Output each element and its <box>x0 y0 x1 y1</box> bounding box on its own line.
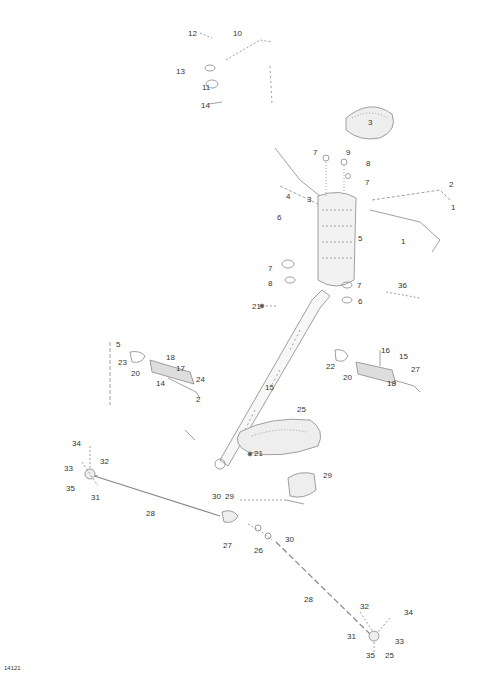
callout-number: 2 <box>449 180 453 189</box>
callout-number: 14 <box>201 101 210 110</box>
callout-number: 16 <box>381 346 390 355</box>
callout-number: 8 <box>268 279 272 288</box>
callout-number: 32 <box>360 602 369 611</box>
callout-number: 25 <box>297 405 306 414</box>
callout-number: 31 <box>347 632 356 641</box>
callout-number: 24 <box>196 375 205 384</box>
callout-number: 1 <box>401 237 405 246</box>
callout-number: 7 <box>313 148 317 157</box>
callout-number: 25 <box>385 651 394 660</box>
callout-number: 14 <box>156 379 165 388</box>
callout-number: 8 <box>366 159 370 168</box>
callout-number: 28 <box>146 509 155 518</box>
callout-number: 10 <box>233 29 242 38</box>
callout-number: 30 <box>285 535 294 544</box>
callout-number: 35 <box>366 651 375 660</box>
callout-number: 33 <box>395 637 404 646</box>
callout-number: 34 <box>72 439 81 448</box>
callout-number: 14121 <box>4 664 21 673</box>
callout-number: 23 <box>118 358 127 367</box>
callout-number: 18 <box>166 353 175 362</box>
callout-number: 2 <box>196 395 200 404</box>
callout-number: 34 <box>404 608 413 617</box>
callout-number: 4 <box>286 192 290 201</box>
callout-number: 3 <box>368 118 372 127</box>
callout-number: 15 <box>265 383 274 392</box>
callout-number: 5 <box>358 234 362 243</box>
callout-number: 15 <box>399 352 408 361</box>
callout-number: 7 <box>268 264 272 273</box>
callout-number: 28 <box>304 595 313 604</box>
callout-number: 27 <box>411 365 420 374</box>
callout-number: 5 <box>116 340 120 349</box>
callout-number: 1 <box>451 203 455 212</box>
callout-number: 26 <box>254 546 263 555</box>
callout-number: 33 <box>64 464 73 473</box>
callout-number: 21 <box>254 449 263 458</box>
callout-number: 13 <box>176 67 185 76</box>
callout-number: 21 <box>252 302 261 311</box>
callout-number: 29 <box>323 471 332 480</box>
callout-number: 27 <box>223 541 232 550</box>
callout-number: 36 <box>398 281 407 290</box>
callout-number: 29 <box>225 492 234 501</box>
callout-number: 12 <box>188 29 197 38</box>
callout-number: 6 <box>358 297 362 306</box>
callout-number: 18 <box>387 379 396 388</box>
callout-number: 31 <box>91 493 100 502</box>
callout-number: 22 <box>326 362 335 371</box>
callout-number: 3 <box>307 195 311 204</box>
callout-number: 20 <box>131 369 140 378</box>
callout-number: 32 <box>100 457 109 466</box>
callout-number: 7 <box>357 281 361 290</box>
callout-number: 9 <box>346 148 350 157</box>
callout-number: 20 <box>343 373 352 382</box>
callout-number: 7 <box>365 178 369 187</box>
callout-number: 35 <box>66 484 75 493</box>
callout-number: 11 <box>202 83 210 92</box>
callout-number: 30 <box>212 492 221 501</box>
callout-number: 6 <box>277 213 281 222</box>
callout-number: 17 <box>176 364 185 373</box>
